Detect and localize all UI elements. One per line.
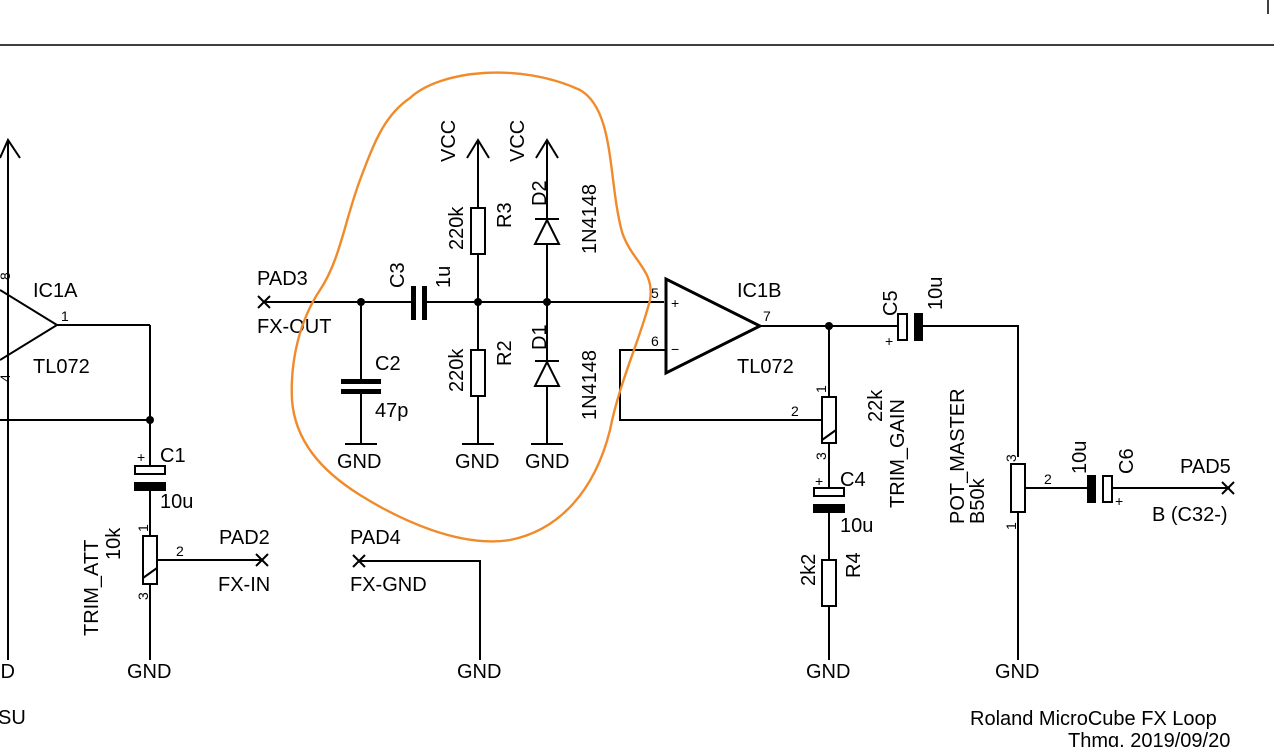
c2-gnd: GND xyxy=(337,451,381,473)
trim-gain-pot: 1 3 2 22k TRIM_GAIN xyxy=(791,326,909,508)
ic1a-opamp: IC1A TL072 1 8 4 xyxy=(0,137,154,660)
trim-gain-pin3: 3 xyxy=(813,452,829,460)
vcc-label-d2: VCC xyxy=(507,120,529,162)
c3-capacitor: C3 1u xyxy=(387,262,664,320)
d1-value: 1N4148 xyxy=(579,350,601,420)
c1-plus: + xyxy=(137,449,145,465)
feedback-wire xyxy=(619,349,822,421)
pad2-ref: PAD2 xyxy=(219,527,270,549)
c4-plus: + xyxy=(815,473,823,489)
pad5: PAD5 B (C32-) xyxy=(1152,456,1235,526)
ic1b-plus: + xyxy=(671,295,679,311)
trim-att-pin1: 1 xyxy=(135,524,151,532)
pad4-ref: PAD4 xyxy=(350,527,401,549)
c1-ref: C1 xyxy=(160,445,186,467)
c4-value: 10u xyxy=(840,515,873,537)
r2-ref: R2 xyxy=(494,340,516,366)
trim-gain-pin1: 1 xyxy=(813,385,829,393)
d2-diode: VCC D2 1N4148 xyxy=(507,120,601,302)
pot-master-gnd: GND xyxy=(995,661,1039,683)
r3-ref: R3 xyxy=(494,202,516,228)
c5-ref: C5 xyxy=(880,290,902,316)
c4-capacitor: + C4 10u xyxy=(813,469,873,560)
c3-ref: C3 xyxy=(387,262,409,288)
pad5-net: B (C32-) xyxy=(1152,504,1228,526)
pot-master-pin2: 2 xyxy=(1044,471,1052,487)
pad3: PAD3 FX-OUT xyxy=(257,268,331,338)
c5-capacitor: + C5 10u xyxy=(880,277,1019,457)
ic1a-value: TL072 xyxy=(33,356,90,378)
c4-ref: C4 xyxy=(840,469,866,491)
c5-plus: + xyxy=(885,333,893,349)
pot-master-value: B50k xyxy=(967,477,989,524)
sheet-author-date: Thmg. 2019/09/20 xyxy=(1068,730,1230,747)
d1-ref: D1 xyxy=(529,324,551,350)
ic1b-pin7: 7 xyxy=(763,308,771,324)
ic1b-pin6: 6 xyxy=(651,333,659,349)
ic1b-opamp: 5 6 + − 7 IC1B TL072 xyxy=(651,276,794,378)
trim-att-pin2: 2 xyxy=(176,543,184,559)
pot-master-pin3: 3 xyxy=(1003,454,1019,462)
c6-ref: C6 xyxy=(1116,448,1138,474)
vcc-label-r3: VCC xyxy=(438,120,460,162)
pad4-gnd: GND xyxy=(457,661,501,683)
pad3-ref: PAD3 xyxy=(257,268,308,290)
trim-att-value: 10k xyxy=(103,527,125,560)
sheet-title: Roland MicroCube FX Loop xyxy=(970,708,1217,730)
pot-master-pin1: 1 xyxy=(1003,522,1019,530)
r4-gnd: GND xyxy=(806,661,850,683)
c6-plus: + xyxy=(1115,493,1123,509)
ic1a-pin-8: 8 xyxy=(0,272,13,280)
trim-gain-ref: TRIM_GAIN xyxy=(887,399,909,508)
c6-capacitor: + 10u C6 xyxy=(1069,441,1230,509)
d1-diode: D1 1N4148 GND xyxy=(525,302,601,473)
trim-att-pin3: 3 xyxy=(135,592,151,600)
r2-value: 220k xyxy=(446,348,468,392)
c6-value: 10u xyxy=(1069,441,1091,474)
ic1b-minus: − xyxy=(671,341,679,357)
highlight-circle xyxy=(290,71,652,543)
c2-capacitor: C2 47p GND xyxy=(337,302,408,473)
c5-value: 10u xyxy=(925,277,947,310)
c1-capacitor: + C1 10u xyxy=(134,420,193,536)
pad4-net: FX-GND xyxy=(350,574,427,596)
d2-ref: D2 xyxy=(529,180,551,206)
trim-att-ref: TRIM_ATT xyxy=(81,540,103,636)
pot-master: 3 1 2 POT_MASTER B50k GND xyxy=(947,388,1087,683)
ic1a-ref: IC1A xyxy=(33,280,78,302)
gnd-label-left: ND xyxy=(0,661,15,683)
pot-master-ref: POT_MASTER xyxy=(947,388,969,524)
ic1b-value: TL072 xyxy=(737,356,794,378)
c1-value: 10u xyxy=(160,491,193,513)
pad2-net: FX-IN xyxy=(218,574,270,596)
pad3-net: FX-OUT xyxy=(257,316,331,338)
d2-value: 1N4148 xyxy=(579,184,601,254)
pad4: PAD4 FX-GND GND xyxy=(350,527,501,683)
ic1b-pin5: 5 xyxy=(651,285,659,301)
c2-value: 47p xyxy=(375,400,408,422)
trim-att-pot: 1 3 2 TRIM_ATT 10k GND xyxy=(81,524,262,683)
trim-att-gnd: GND xyxy=(127,661,171,683)
r3-resistor: VCC 220k R3 xyxy=(438,120,516,302)
r4-value: 2k2 xyxy=(798,554,820,586)
c3-value: 1u xyxy=(433,266,455,288)
r2-resistor: 220k R2 GND xyxy=(446,302,516,473)
d1-gnd: GND xyxy=(525,451,569,473)
ic1b-ref: IC1B xyxy=(737,280,781,302)
c2-ref: C2 xyxy=(375,353,401,375)
ic1a-pin-4: 4 xyxy=(0,374,13,382)
trim-gain-pin2: 2 xyxy=(791,403,799,419)
pad5-ref: PAD5 xyxy=(1180,456,1231,478)
trim-gain-value: 22k xyxy=(865,389,887,422)
r3-value: 220k xyxy=(446,206,468,250)
r4-ref: R4 xyxy=(843,552,865,578)
r2-gnd: GND xyxy=(455,451,499,473)
pad2: PAD2 FX-IN xyxy=(218,527,270,596)
ic1a-pin-out: 1 xyxy=(61,308,69,324)
psu-label-partial: SU xyxy=(0,707,26,729)
r4-resistor: 2k2 R4 GND xyxy=(798,552,865,683)
